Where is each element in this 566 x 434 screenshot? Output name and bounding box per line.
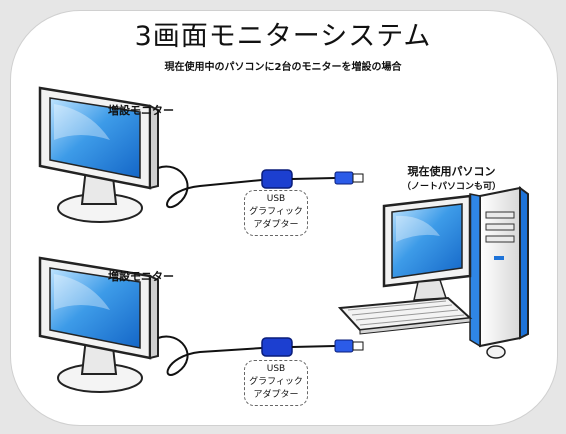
cable-top [157, 165, 364, 209]
pc-label-text: 現在使用パソコン [407, 165, 496, 178]
monitor-top-label: 増設モニター [108, 104, 174, 117]
adapter-bottom-label: USB グラフィック アダプター [244, 360, 308, 406]
adapter-top-line3: アダプター [253, 220, 299, 230]
adapter-bottom-line3: アダプター [253, 390, 299, 400]
pc-monitor [382, 194, 472, 301]
pc-mouse [486, 345, 506, 359]
adapter-bottom-line2: グラフィック [249, 377, 303, 387]
pc-sublabel: （ノートパソコンも可） [402, 182, 502, 192]
adapter-top-line2: グラフィック [249, 207, 303, 217]
adapter-top-label: USB グラフィック アダプター [244, 190, 308, 236]
adapter-bottom-line1: USB [266, 364, 286, 374]
pc-keyboard [337, 296, 473, 335]
adapter-top-line1: USB [266, 194, 286, 204]
monitor-bottom-label: 増設モニター [108, 270, 174, 283]
pc-tower [469, 186, 529, 348]
diagram-title: 3画面モニターシステム [134, 21, 432, 52]
monitor-top [38, 86, 159, 223]
cable-bottom [157, 335, 364, 376]
pc-label: 現在使用パソコン （ノートパソコンも可） [402, 163, 501, 192]
monitor-bottom [38, 256, 159, 393]
diagram-subtitle: 現在使用中のパソコンに2台のモニターを増設の場合 [164, 62, 402, 73]
